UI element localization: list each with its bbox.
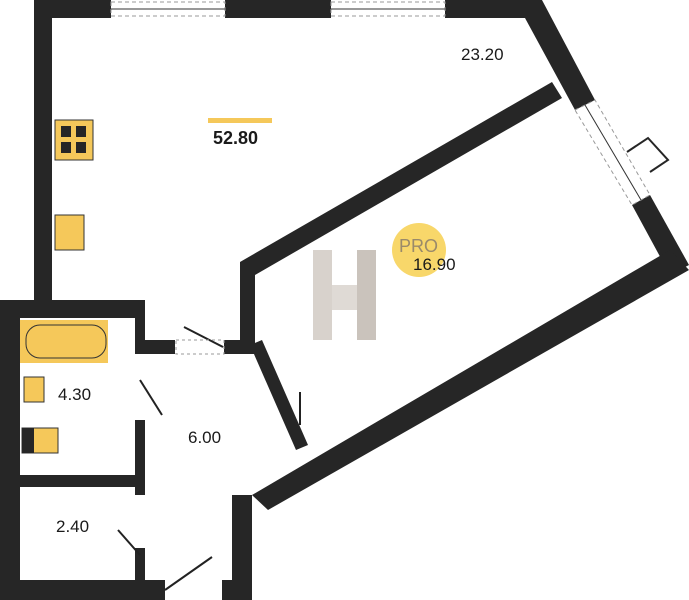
- bathtub-icon: [20, 320, 108, 363]
- balcony-icon: [626, 136, 670, 173]
- room-area-hallway: 6.00: [188, 428, 222, 447]
- watermark-circle: [392, 223, 446, 277]
- doors: [117, 326, 301, 591]
- window-glass: [111, 8, 642, 201]
- watermark-text: PRO: [399, 236, 439, 256]
- total-area: 52.80: [213, 128, 259, 148]
- total-area-bar: [208, 118, 272, 123]
- sink-icon: [54, 214, 85, 251]
- washbasin-icon: [23, 376, 45, 403]
- room-area-storage: 2.40: [56, 517, 90, 536]
- room-area-living-kitchen: 23.20: [461, 45, 504, 64]
- windows: [110, 1, 651, 206]
- logo-watermark: [313, 250, 376, 340]
- room-area-bedroom: 16.90: [413, 255, 456, 274]
- room-area-bathroom: 4.30: [58, 385, 92, 404]
- fixtures: [20, 119, 108, 454]
- stove-icon: [54, 119, 94, 161]
